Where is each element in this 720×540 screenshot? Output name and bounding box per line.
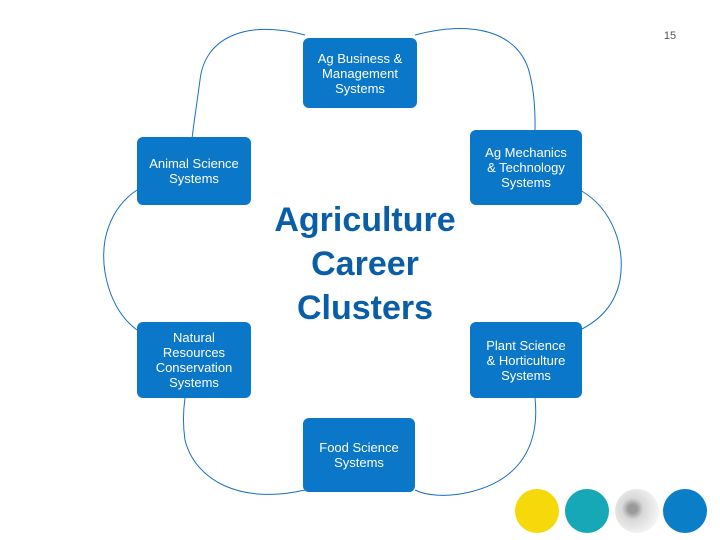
connector-arc	[103, 189, 138, 331]
connector-arc	[182, 397, 306, 495]
yellow-circle-decor	[515, 489, 559, 533]
cluster-animal-science: Animal Science Systems	[137, 137, 251, 205]
slide-number: 15	[663, 30, 677, 42]
connector-arc	[579, 189, 622, 331]
cluster-ag-business: Ag Business & Management Systems	[303, 38, 417, 108]
cluster-natural-resources: Natural Resources Conservation Systems	[137, 322, 251, 398]
blue-circle-decor	[663, 489, 707, 533]
cluster-food-science: Food Science Systems	[303, 418, 415, 492]
diagram-title: Agriculture Career Clusters	[274, 201, 456, 327]
connector-arc	[191, 28, 306, 141]
teal-circle-decor	[565, 489, 609, 533]
cluster-ag-mechanics: Ag Mechanics & Technology Systems	[470, 130, 582, 205]
connector-arc	[414, 28, 536, 131]
cluster-plant-science: Plant Science & Horticulture Systems	[470, 322, 582, 398]
connector-arc	[414, 397, 537, 496]
pen-photo-circle-decor	[615, 489, 659, 533]
